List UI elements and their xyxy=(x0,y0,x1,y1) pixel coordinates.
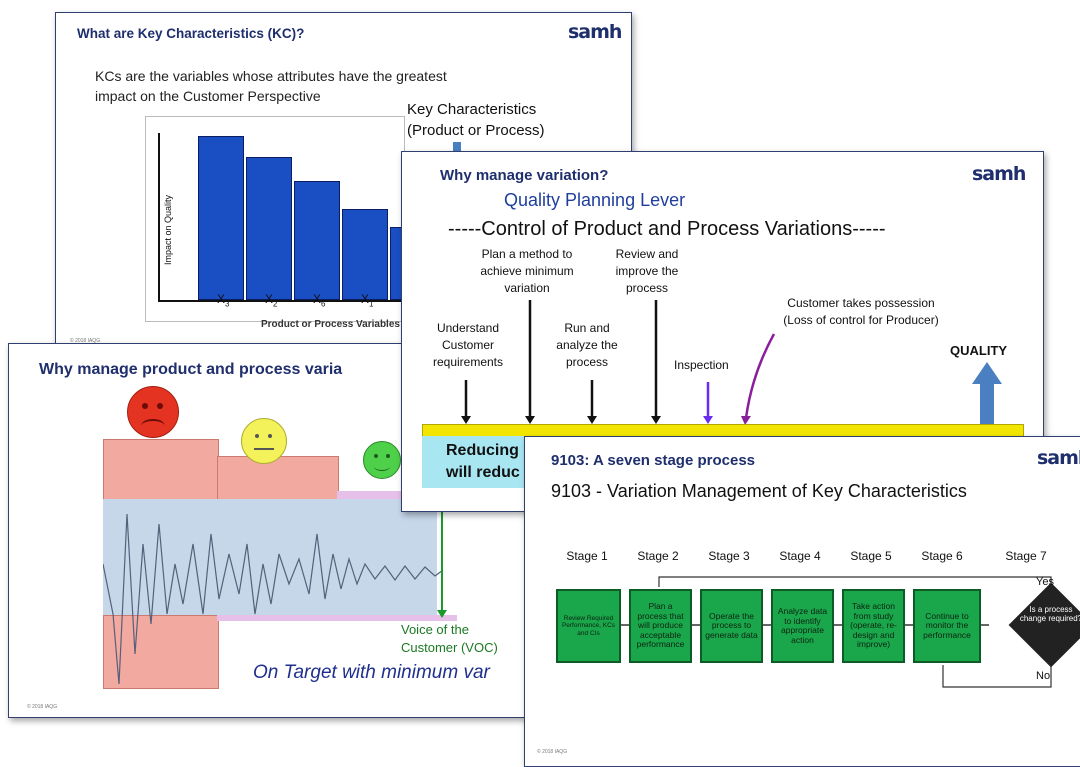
stage-box-take-action: Take action from study (operate, re-desi… xyxy=(842,589,905,663)
step-plan-method: Plan a method to achieve minimum variati… xyxy=(462,246,592,297)
arrowhead-inspection-icon xyxy=(703,416,713,424)
step-customer-takes: Customer takes possession (Loss of contr… xyxy=(746,295,976,329)
stage-label-7: Stage 7 xyxy=(1005,549,1047,563)
slide-subtitle: Quality Planning Lever xyxy=(504,190,686,210)
stage-label-5: Stage 5 xyxy=(850,549,892,563)
step-inspection: Inspection xyxy=(674,358,729,372)
arrowhead-plan-icon xyxy=(525,416,535,424)
slide-title: 9103: A seven stage process xyxy=(551,452,756,469)
quality-up-arrow-icon xyxy=(972,362,1002,424)
stage-box-review: Review Required Performance, KCs and CIs xyxy=(556,589,621,663)
variation-signal-line xyxy=(103,513,444,685)
brand-logo: samh xyxy=(972,163,1026,185)
slide-title: Why manage product and process varia xyxy=(39,361,343,378)
kc-definition-line1: KCs are the variables whose attributes h… xyxy=(95,68,447,84)
step-understand-line3: requirements xyxy=(432,355,504,369)
arrowhead-run-icon xyxy=(587,416,597,424)
brand-logo: samh xyxy=(568,21,622,43)
arrowhead-understand-icon xyxy=(461,416,471,424)
bar-x6 xyxy=(294,181,340,300)
slide-title: Why manage variation? xyxy=(440,167,609,184)
slide-footer: © 2018 IAQG xyxy=(27,704,58,710)
kc-label-line2: (Product or Process) xyxy=(407,122,545,139)
kc-definition-line2: impact on the Customer Perspective xyxy=(95,88,321,104)
arrow-down-icon xyxy=(453,142,461,152)
slide-subtitle: 9103 - Variation Management of Key Chara… xyxy=(551,481,967,501)
stage-label-1: Stage 1 xyxy=(566,549,608,563)
bar-x2 xyxy=(246,157,292,300)
target-statement: On Target with minimum var xyxy=(253,662,490,683)
slide-heading: -----Control of Product and Process Vari… xyxy=(448,218,886,240)
upper-limit-strip xyxy=(337,491,457,499)
decision-text: Is a process change required? xyxy=(1019,605,1080,623)
stage-label-2: Stage 2 xyxy=(637,549,679,563)
bar-x1 xyxy=(342,209,388,300)
step-run-line3: process xyxy=(565,355,609,369)
step-plan-line3: variation xyxy=(504,281,550,295)
chart-y-axis xyxy=(158,133,160,301)
step-run-line1: Run and xyxy=(564,321,610,335)
step-plan-line2: achieve minimum xyxy=(480,264,574,278)
step-review-line2: improve the xyxy=(615,264,679,278)
slide-manage-variation: Why manage product and process varia Voi… xyxy=(8,343,540,718)
stage-label-3: Stage 3 xyxy=(708,549,750,563)
stage-label-4: Stage 4 xyxy=(779,549,821,563)
arrowhead-review-icon xyxy=(651,416,661,424)
step-customer-line1: Customer takes possession xyxy=(787,296,935,310)
stage-box-continue: Continue to monitor the performance xyxy=(913,589,981,663)
chart-x-label: Product or Process Variables xyxy=(261,319,400,330)
step-understand-line2: Customer xyxy=(441,338,494,352)
brand-logo: samh xyxy=(1037,447,1080,469)
feedback-loop-bottom xyxy=(942,655,1052,688)
decision-no: No xyxy=(1036,670,1051,682)
chart-y-label: Impact on Quality xyxy=(163,194,173,266)
slide-footer: © 2018 IAQG xyxy=(537,749,568,755)
step-review-line3: process xyxy=(625,281,669,295)
lower-limit-block-left xyxy=(103,615,219,689)
voc-label-line2: Customer (VOC) xyxy=(401,640,498,655)
stage-box-plan: Plan a process that will produce accepta… xyxy=(629,589,692,663)
step-run-analyze: Run and analyze the process xyxy=(542,320,632,371)
decision-yes: Yes xyxy=(1036,576,1054,588)
voc-arrowhead-icon xyxy=(437,610,447,618)
step-review: Review and improve the process xyxy=(607,246,687,297)
slide-seven-stage-process: 9103: A seven stage process samh 9103 - … xyxy=(524,436,1080,767)
tick-label-x1: X1 xyxy=(361,292,374,309)
happy-face-icon xyxy=(363,441,401,479)
slide-footer: © 2018 IAQG xyxy=(70,338,101,344)
arrowhead-customer-icon xyxy=(741,416,751,425)
tick-label-x6: X6 xyxy=(313,292,326,309)
target-band xyxy=(103,499,437,615)
voc-label-line1: Voice of the xyxy=(401,622,469,637)
tick-label-x2: X2 xyxy=(265,292,278,309)
arrows-diagram xyxy=(461,300,1002,425)
upper-limit-block-mid xyxy=(217,456,339,501)
tick-label-x3: X3 xyxy=(217,292,230,309)
arrow-customer xyxy=(744,333,776,419)
reducing-line1: Reducing xyxy=(446,442,519,459)
chart-x-axis xyxy=(158,300,403,302)
stage-box-operate: Operate the process to generate data xyxy=(700,589,763,663)
step-plan-line1: Plan a method to xyxy=(481,247,573,261)
neutral-face-icon xyxy=(241,418,287,464)
kc-label-line1: Key Characteristics xyxy=(407,101,537,118)
stage-label-6: Stage 6 xyxy=(921,549,963,563)
quality-label: QUALITY xyxy=(950,343,1008,358)
step-understand-line1: Understand xyxy=(436,321,500,335)
reducing-line2: will reduc xyxy=(446,464,520,481)
lower-limit-strip xyxy=(217,615,457,621)
slide-title: What are Key Characteristics (KC)? xyxy=(77,26,305,41)
step-customer-line2: (Loss of control for Producer) xyxy=(783,313,939,327)
sad-face-icon xyxy=(127,386,179,438)
step-review-line1: Review and xyxy=(615,247,679,261)
voc-arrow-shaft xyxy=(441,494,443,612)
bar-x3 xyxy=(198,136,244,300)
step-understand: Understand Customer requirements xyxy=(420,320,516,371)
stage-box-analyze: Analyze data to identify appropriate act… xyxy=(771,589,834,663)
upper-limit-block-left xyxy=(103,439,219,501)
step-run-line2: analyze the xyxy=(556,338,618,352)
